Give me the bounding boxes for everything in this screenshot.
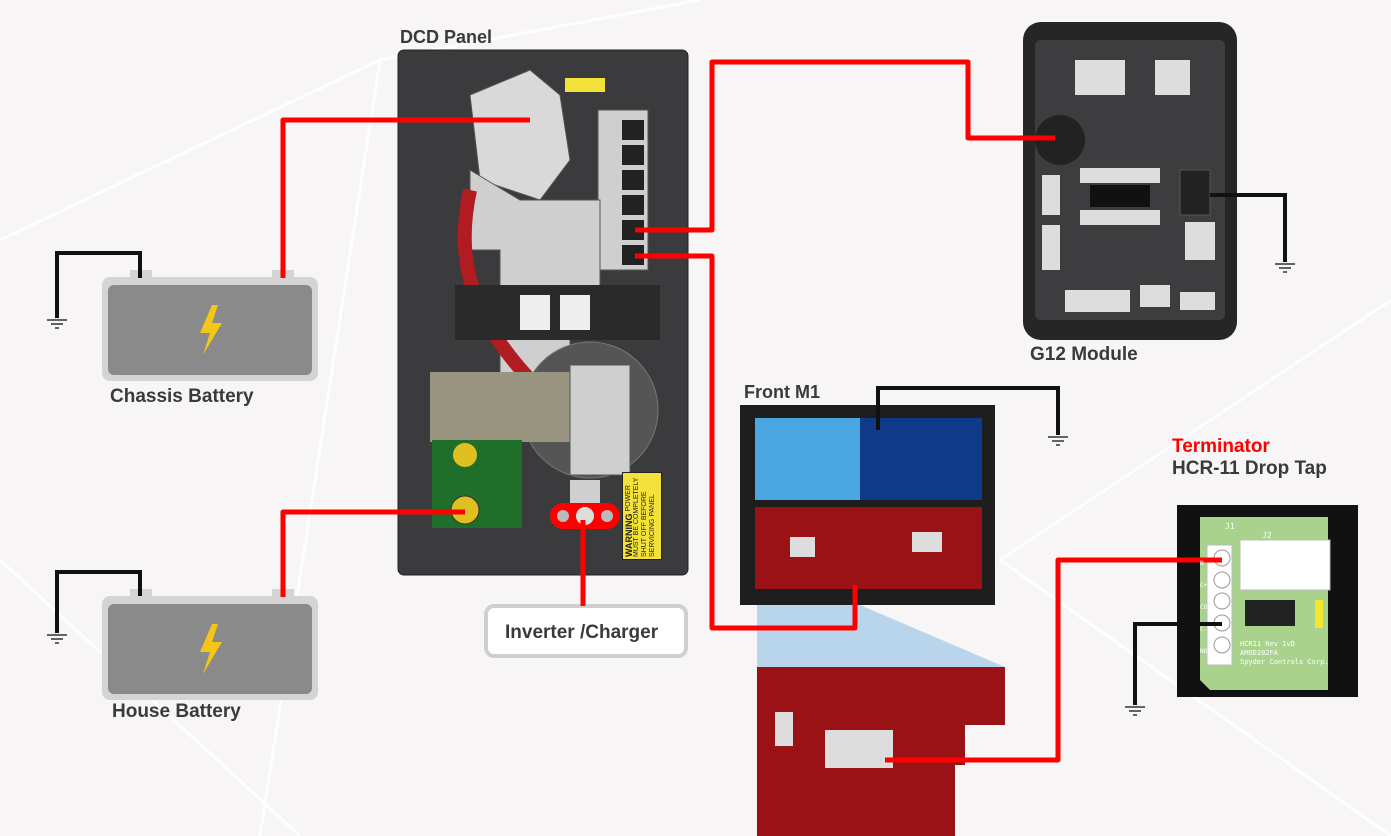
g12-module-label: G12 Module	[1030, 344, 1138, 365]
ground-wires	[55, 193, 1287, 705]
hcr-silkscreen: HCR11 Rev 1vD AMOD202FA Spyder Controls …	[1240, 640, 1329, 667]
inverter-charger-label: Inverter /Charger	[505, 622, 659, 643]
zoom-projection	[757, 605, 1005, 667]
g12-module	[1023, 22, 1237, 340]
drop-tap-label: HCR-11 Drop Tap	[1172, 458, 1327, 479]
ground-icon	[47, 634, 67, 644]
hcr-pin-labels: N C+ COM C- NO	[1200, 553, 1211, 663]
ground-icon	[1048, 436, 1068, 446]
dcd-panel-label: DCD Panel	[400, 27, 493, 47]
pin-label: C+	[1200, 582, 1208, 589]
warning-label: WARNING POWER MUST BE COMPLETELY SHUT OF…	[622, 472, 662, 560]
silk-line: Spyder Controls Corp.	[1240, 658, 1329, 666]
wire-dcd-to-front-m1	[635, 253, 858, 631]
power-wires	[280, 59, 1222, 763]
lightning-icon	[200, 624, 222, 674]
hcr-j2-label: J2	[1262, 531, 1272, 540]
silk-line: AMOD202FA	[1240, 649, 1278, 657]
pin-label: COM	[1200, 604, 1211, 611]
pin-label: N	[1200, 560, 1204, 567]
house-battery	[102, 589, 318, 700]
hcr-11-board	[1177, 505, 1358, 697]
wire-m1-to-terminator	[885, 557, 1222, 763]
inverter-charger-box	[484, 604, 688, 658]
terminator-label: Terminator	[1172, 436, 1270, 457]
pin-label: C-	[1200, 626, 1208, 633]
chassis-battery	[102, 270, 318, 381]
dcd-panel	[397, 49, 689, 576]
ground-icon	[1125, 706, 1145, 716]
ground-icon	[47, 319, 67, 329]
front-m1-detail-board	[757, 667, 1005, 836]
front-m1-module	[740, 405, 995, 605]
wire-chassis-positive	[280, 117, 530, 278]
front-m1-label: Front M1	[744, 382, 820, 402]
silk-line: HCR11 Rev 1vD	[1240, 640, 1295, 648]
lightning-icon	[200, 305, 222, 355]
ground-symbols	[47, 263, 1295, 716]
house-battery-label: House Battery	[112, 701, 241, 722]
hcr-j1-label: J1	[1225, 522, 1235, 531]
pin-label: NO	[1200, 648, 1208, 655]
wire-dcd-to-g12	[635, 59, 1055, 233]
ground-icon	[1275, 263, 1295, 273]
wire-house-positive	[280, 509, 465, 597]
chassis-battery-label: Chassis Battery	[110, 386, 254, 407]
